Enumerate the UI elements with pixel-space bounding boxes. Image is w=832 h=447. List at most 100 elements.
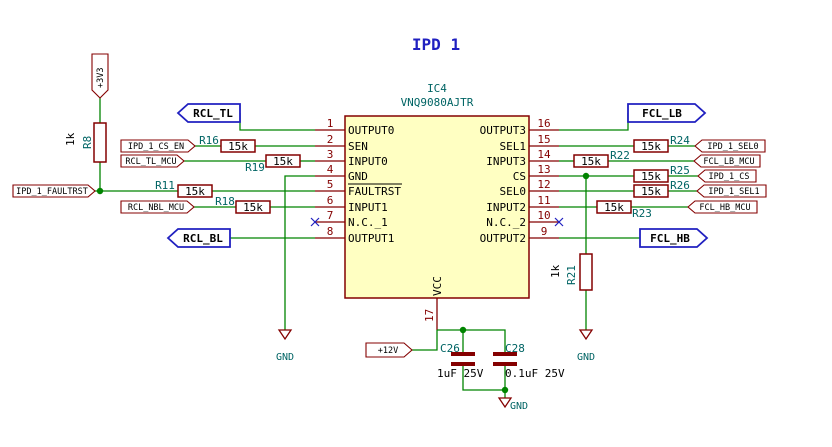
r22-ref: R22 bbox=[610, 149, 630, 162]
v12-label: +12V bbox=[378, 346, 398, 356]
r19-value: 15k bbox=[273, 155, 293, 168]
pin-num-6: 6 bbox=[327, 194, 334, 207]
resistor-r23[interactable]: 15k R23 bbox=[596, 200, 652, 220]
hier-label-fcl-lb[interactable]: FCL_LB bbox=[627, 103, 707, 123]
r16-ref: R16 bbox=[199, 134, 219, 147]
pin-num-3: 3 bbox=[327, 148, 334, 161]
gnd-caps-label: GND bbox=[510, 401, 528, 412]
pin-num-12: 12 bbox=[537, 178, 550, 191]
ic-part: VNQ9080AJTR bbox=[401, 96, 474, 109]
pin-name-vcc: VCC bbox=[431, 276, 444, 296]
resistor-r11[interactable]: 15k R11 bbox=[155, 179, 213, 198]
r11-ref: R11 bbox=[155, 179, 175, 192]
resistor-r18[interactable]: 15k R18 bbox=[215, 195, 271, 214]
fcl-hb-text: FCL_HB bbox=[650, 232, 690, 245]
r21-ref: R21 bbox=[565, 265, 578, 285]
resistor-r25[interactable]: 15k R25 bbox=[633, 164, 690, 183]
pin-num-17: 17 bbox=[423, 309, 436, 322]
c28-value: 0.1uF 25V bbox=[505, 367, 565, 380]
pin-num-14: 14 bbox=[537, 148, 551, 161]
pin-num-2: 2 bbox=[327, 133, 334, 146]
pin-name-cs: CS bbox=[513, 170, 526, 183]
global-label-fcl-lb-mcu[interactable]: FCL_LB_MCU bbox=[693, 154, 761, 168]
pin-num-15: 15 bbox=[537, 133, 550, 146]
pin-num-1: 1 bbox=[327, 117, 334, 130]
global-label-rcl-nbl-mcu[interactable]: RCL_NBL_MCU bbox=[120, 200, 195, 214]
hier-label-rcl-tl[interactable]: RCL_TL bbox=[176, 103, 241, 123]
pin-name-gnd: GND bbox=[348, 170, 368, 183]
pin-name-input1: INPUT1 bbox=[348, 201, 388, 214]
hier-label-rcl-bl[interactable]: RCL_BL bbox=[166, 228, 231, 248]
rcl-tl-text: RCL_TL bbox=[193, 107, 233, 120]
r22-value: 15k bbox=[581, 155, 601, 168]
global-label-fcl-hb-mcu[interactable]: FCL_HB_MCU bbox=[687, 200, 758, 214]
global-label-rcl-tl-mcu[interactable]: RCL_TL_MCU bbox=[120, 154, 185, 168]
global-label-12v[interactable]: +12V bbox=[365, 342, 413, 358]
pin-name-sen: SEN bbox=[348, 140, 368, 153]
global-label-ipd1-cs[interactable]: IPD_1_CS bbox=[697, 169, 757, 183]
pin-name-nc2: N.C._2 bbox=[486, 216, 526, 229]
r23-value: 15k bbox=[604, 201, 624, 214]
pin-name-output1: OUTPUT1 bbox=[348, 232, 394, 245]
r19-ref: R19 bbox=[245, 161, 265, 174]
pin-num-13: 13 bbox=[537, 163, 550, 176]
resistor-r22[interactable]: 15k R22 bbox=[573, 149, 630, 168]
ic-vnq9080ajtr[interactable]: IC4 VNQ9080AJTR 1 2 3 4 5 6 7 8 OUTPUT0 … bbox=[315, 82, 559, 330]
pin-num-10: 10 bbox=[537, 209, 550, 222]
resistor-r8[interactable]: R8 1k bbox=[64, 122, 107, 163]
capacitor-c28[interactable]: C28 0.1uF 25V bbox=[493, 342, 565, 380]
rcl-bl-text: RCL_BL bbox=[183, 232, 223, 245]
wires bbox=[95, 98, 698, 398]
resistor-r19[interactable]: 15k R19 bbox=[245, 154, 301, 174]
resistor-r24[interactable]: 15k R24 bbox=[633, 134, 690, 153]
rcl-tl-mcu-text: RCL_TL_MCU bbox=[125, 157, 176, 167]
pin-name-input2: INPUT2 bbox=[486, 201, 526, 214]
c26-ref: C26 bbox=[440, 342, 460, 355]
r21-value: 1k bbox=[549, 264, 562, 278]
gnd-left-label: GND bbox=[276, 352, 294, 363]
fcl-lb-text: FCL_LB bbox=[642, 107, 682, 120]
pin-name-sel0: SEL0 bbox=[500, 185, 527, 198]
global-label-ipd1-faultrst[interactable]: IPD_1_FAULTRST bbox=[12, 184, 96, 198]
capacitor-c26[interactable]: C26 1uF 25V bbox=[437, 342, 484, 380]
resistor-r26[interactable]: 15k R26 bbox=[633, 179, 690, 198]
resistor-r21[interactable]: R21 1k bbox=[549, 253, 593, 291]
r25-value: 15k bbox=[641, 170, 661, 183]
global-label-ipd1-cs-en[interactable]: IPD_1_CS_EN bbox=[120, 139, 196, 153]
pin-num-9: 9 bbox=[541, 225, 548, 238]
r8-value: 1k bbox=[64, 132, 77, 146]
gnd-symbol-right: GND bbox=[577, 329, 595, 363]
resistor-r16[interactable]: 15k R16 bbox=[199, 134, 256, 153]
pin-num-8: 8 bbox=[327, 225, 334, 238]
r26-ref: R26 bbox=[670, 179, 690, 192]
gnd-symbol-caps: GND bbox=[497, 397, 528, 412]
ipd1-sel0-text: IPD_1_SEL0 bbox=[707, 142, 758, 152]
r18-value: 15k bbox=[243, 201, 263, 214]
ipd1-sel1-text: IPD_1_SEL1 bbox=[708, 187, 759, 197]
pin-num-11: 11 bbox=[537, 194, 550, 207]
global-label-ipd1-sel0[interactable]: IPD_1_SEL0 bbox=[694, 139, 766, 153]
pin-name-output0: OUTPUT0 bbox=[348, 124, 394, 137]
no-connect-markers bbox=[310, 217, 564, 227]
ic-right-pins: 16 15 14 13 12 11 10 9 OUTPUT3 SEL1 INPU… bbox=[480, 117, 559, 245]
ic-left-pins: 1 2 3 4 5 6 7 8 OUTPUT0 SEN INPUT0 GND F… bbox=[315, 117, 402, 245]
r24-ref: R24 bbox=[670, 134, 690, 147]
pin-name-output2: OUTPUT2 bbox=[480, 232, 526, 245]
pin-name-sel1: SEL1 bbox=[500, 140, 527, 153]
pin-num-16: 16 bbox=[537, 117, 550, 130]
global-label-ipd1-sel1[interactable]: IPD_1_SEL1 bbox=[696, 184, 767, 198]
ipd1-cs-en-text: IPD_1_CS_EN bbox=[128, 142, 184, 152]
r18-ref: R18 bbox=[215, 195, 235, 208]
hier-label-fcl-hb[interactable]: FCL_HB bbox=[639, 228, 709, 248]
pin-name-faultrst: FAULTRST bbox=[348, 185, 401, 198]
power-port-3v3[interactable]: +3V3 bbox=[91, 53, 109, 99]
c26-value: 1uF 25V bbox=[437, 367, 484, 380]
pin-name-nc1: N.C._1 bbox=[348, 216, 388, 229]
pin-num-7: 7 bbox=[327, 209, 334, 222]
ipd1-cs-text: IPD_1_CS bbox=[709, 172, 750, 182]
gnd-symbol-left: GND bbox=[276, 329, 294, 363]
ic-ref: IC4 bbox=[427, 82, 447, 95]
r11-value: 15k bbox=[185, 185, 205, 198]
r23-ref: R23 bbox=[632, 207, 652, 220]
